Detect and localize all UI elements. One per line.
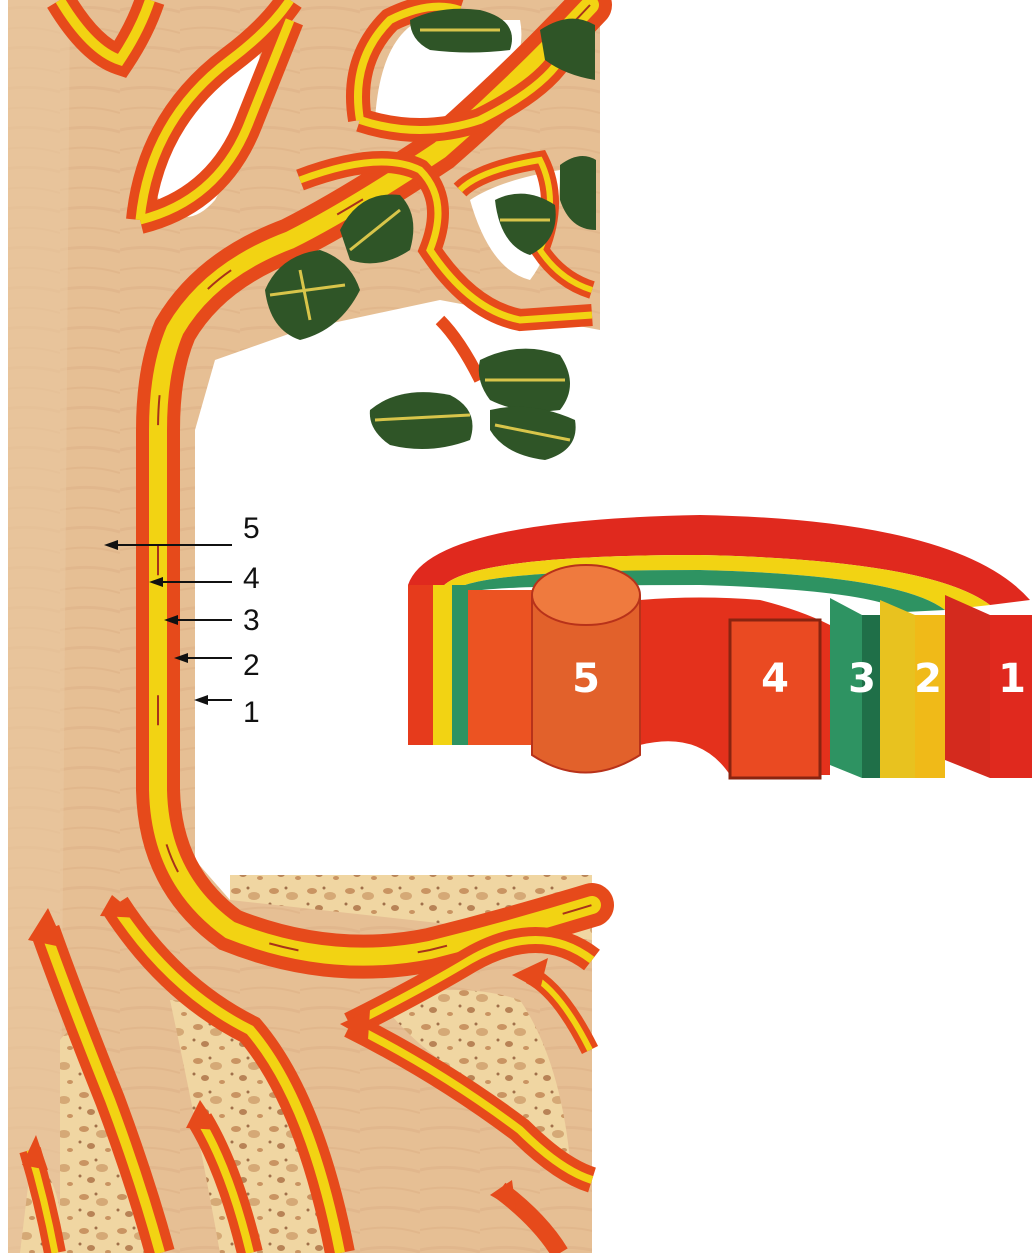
segment-label-2: 2	[914, 656, 942, 702]
callout-label-3: 3	[243, 604, 260, 637]
cambium-left-front	[452, 585, 468, 745]
sapwood-body	[468, 590, 540, 745]
phloem-slab: 2	[880, 600, 945, 778]
trunk-cross-section: 5 4 3 2 1	[408, 515, 1032, 778]
segment-label-1: 1	[998, 656, 1026, 702]
oak-leaf-icon	[490, 407, 576, 460]
bark-slab: 1	[945, 595, 1032, 778]
oak-leaf-icon	[370, 392, 473, 449]
segment-label-4: 4	[761, 656, 789, 702]
phloem-left-front	[433, 585, 453, 745]
callout-1: 1	[194, 695, 260, 729]
oak-leaf-icon	[479, 349, 570, 412]
cambium-slab: 3	[830, 598, 880, 778]
callout-label-5: 5	[243, 512, 260, 545]
callout-label-4: 4	[243, 562, 260, 595]
segment-label-5: 5	[572, 656, 600, 702]
callout-label-1: 1	[243, 696, 260, 729]
segment-label-3: 3	[848, 656, 876, 702]
heartwood-cylinder: 5	[532, 565, 640, 773]
sapwood-block: 4	[730, 620, 820, 778]
callout-label-2: 2	[243, 649, 260, 682]
